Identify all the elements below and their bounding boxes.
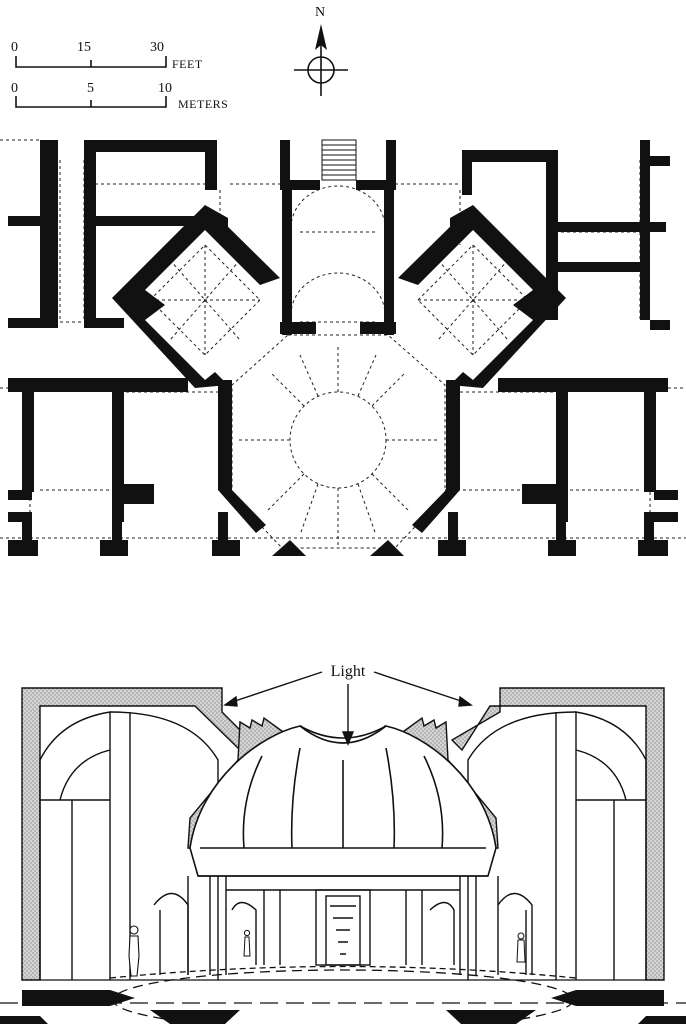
north-stair (321, 139, 357, 181)
feet-tick-30: 30 (150, 40, 164, 55)
walls (8, 139, 678, 556)
main-dome (189, 725, 497, 877)
floor-pattern (0, 990, 686, 1024)
meters-tick-10: 10 (158, 81, 172, 96)
meters-tick-5: 5 (87, 81, 94, 96)
feet-tick-15: 15 (77, 40, 91, 55)
compass-north-icon: N (294, 5, 348, 96)
scale-bar-meters: 0 5 10 METERS (11, 81, 228, 111)
side-vaults (39, 711, 647, 980)
person-figure-left (128, 925, 140, 977)
colonnade (153, 876, 533, 975)
light-label: Light (331, 663, 366, 680)
feet-unit-label: FEET (172, 57, 203, 71)
section-perspective: Light (0, 663, 686, 1024)
vault-outlines (0, 139, 686, 549)
north-label: N (315, 5, 325, 20)
masonry-right (450, 687, 665, 981)
person-figure-right (516, 932, 526, 963)
light-arrows (223, 671, 473, 746)
meters-tick-0: 0 (11, 81, 18, 96)
meters-unit-label: METERS (178, 97, 228, 111)
scale-bar-feet: 0 15 30 FEET (11, 40, 203, 71)
masonry-left (21, 687, 251, 981)
feet-tick-0: 0 (11, 40, 18, 55)
floor-plan (0, 139, 686, 556)
person-figure-center (243, 929, 251, 957)
